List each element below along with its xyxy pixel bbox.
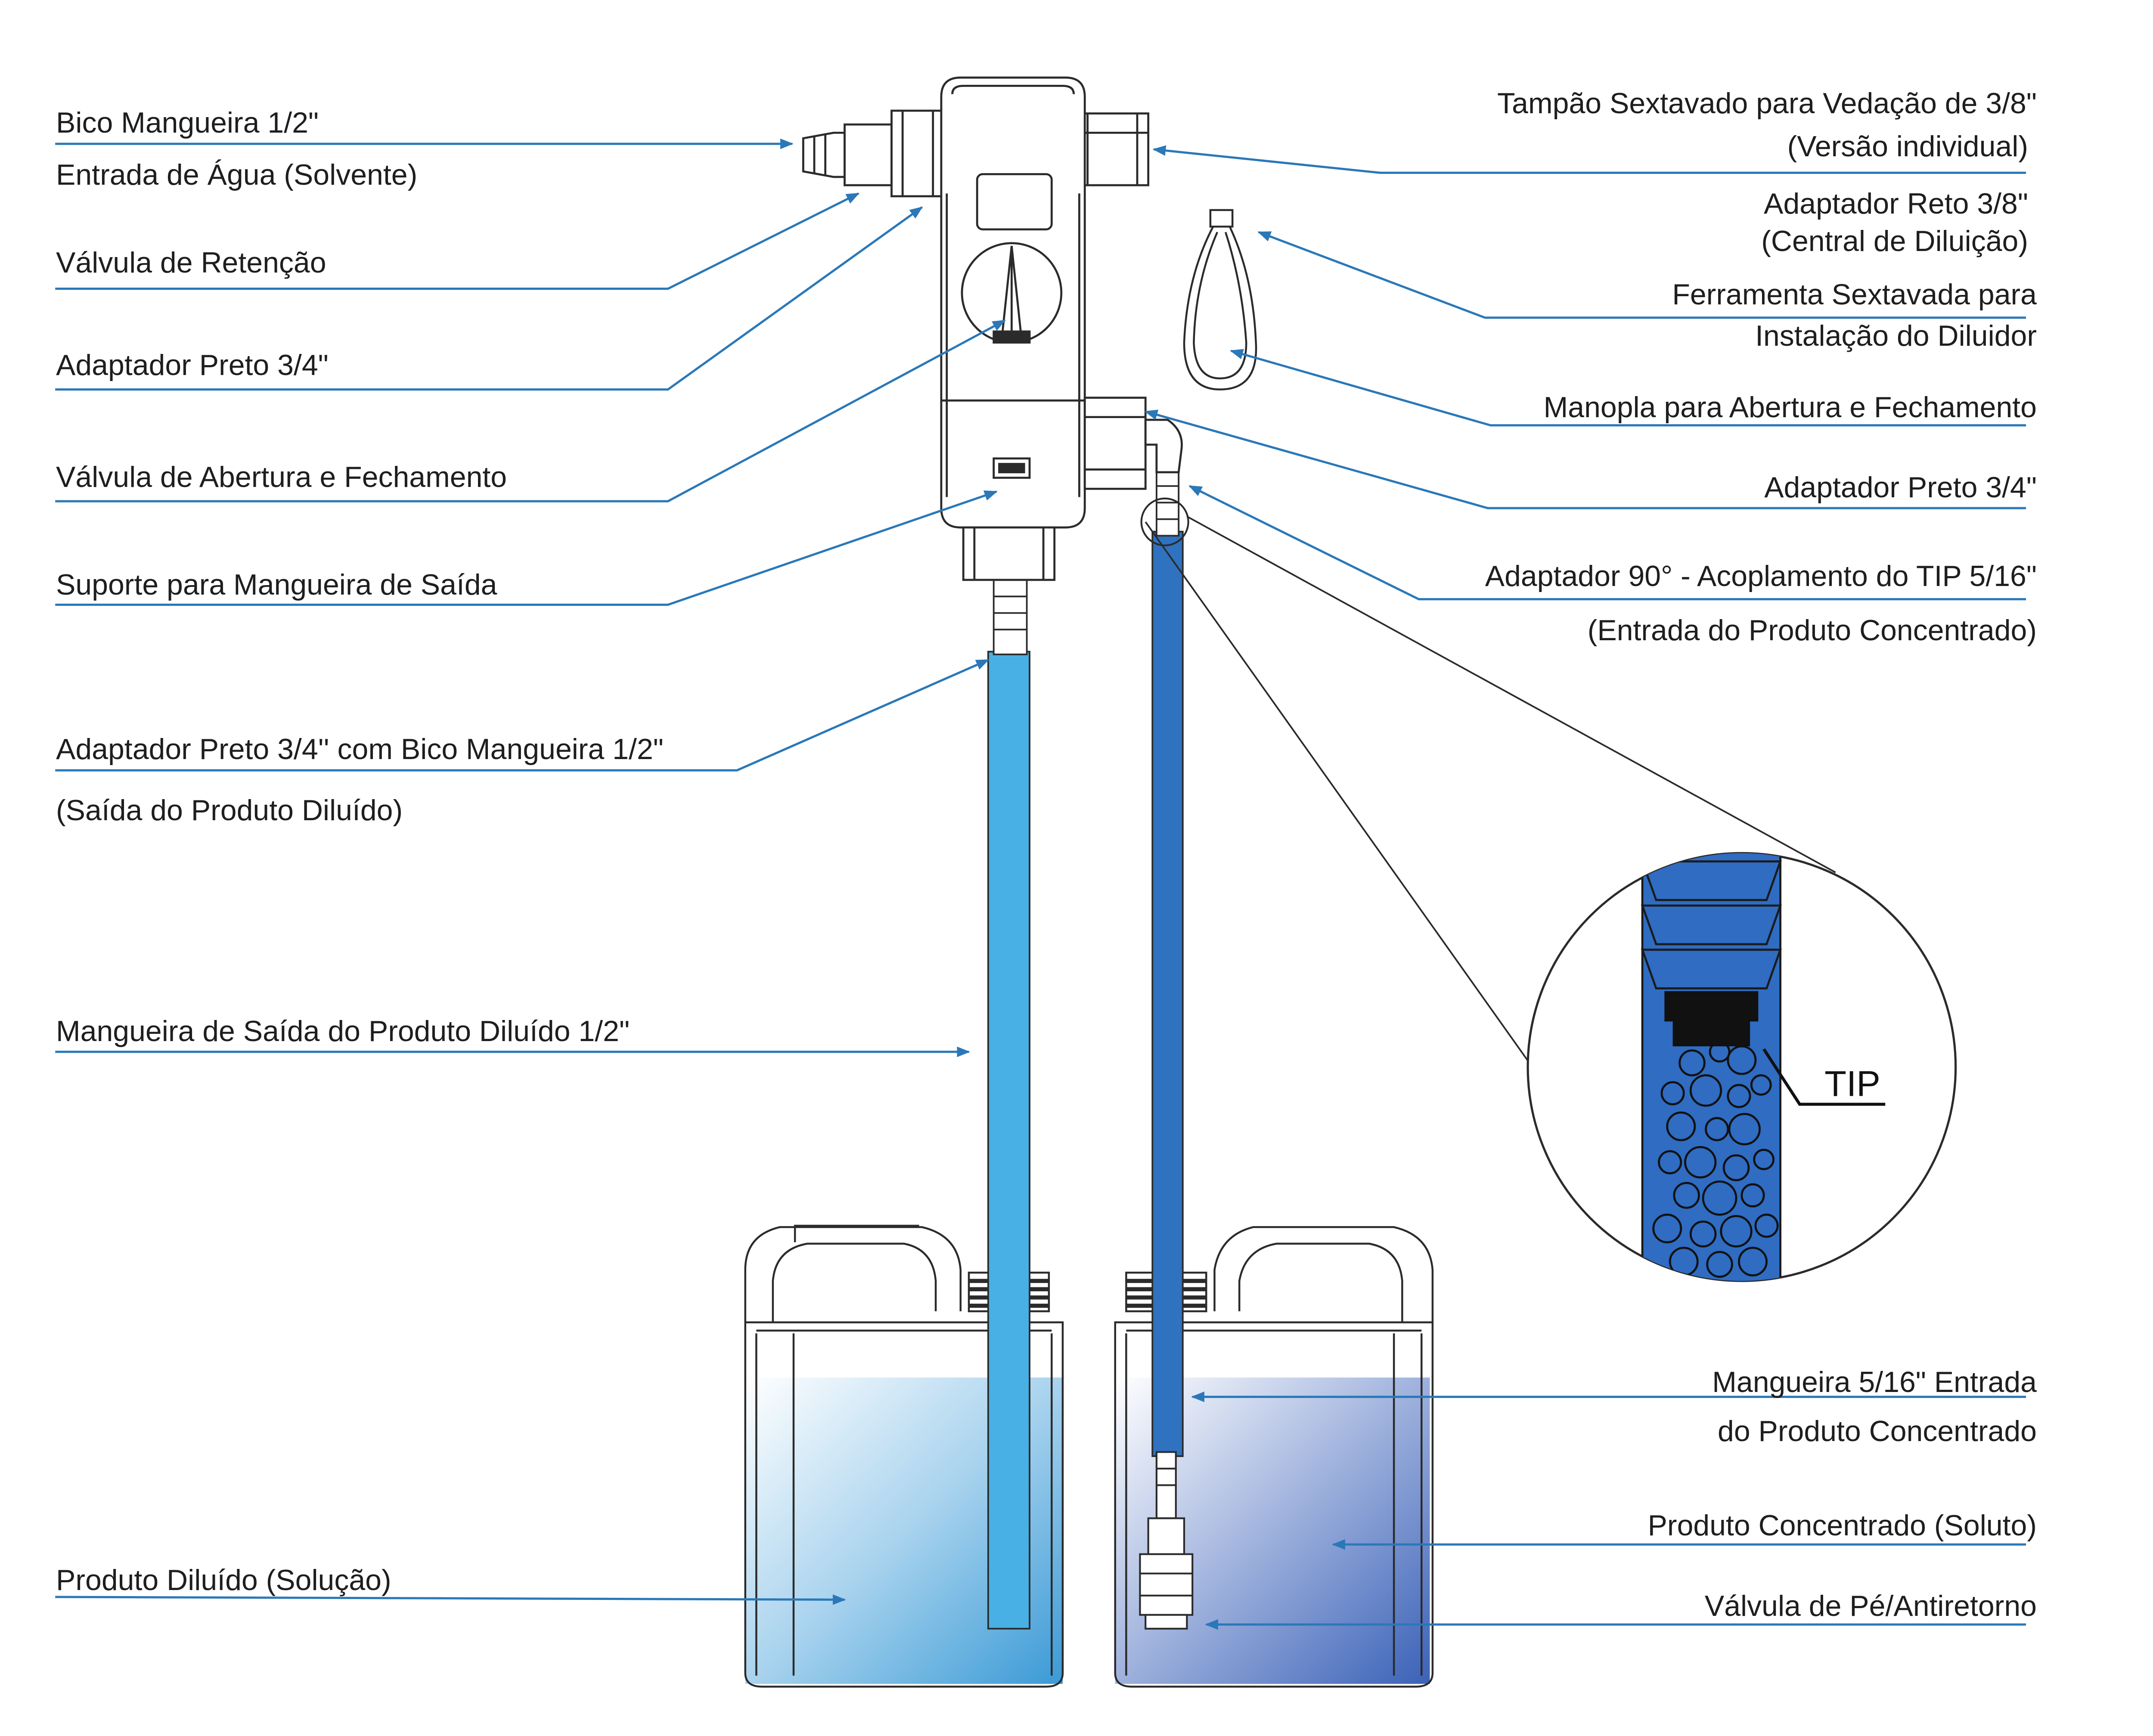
inlet-hose — [1151, 468, 1184, 1457]
outlet-hose — [987, 579, 1030, 1630]
label-produto-concentrado: Produto Concentrado (Soluto) — [1647, 1509, 2037, 1542]
label-mangueira-entrada-line1: Mangueira 5/16" Entrada — [1712, 1366, 2037, 1398]
tip-bubble — [1699, 1282, 1719, 1302]
label-adaptador-preto-right: Adaptador Preto 3/4" — [1764, 471, 2037, 504]
tip-bubble — [1673, 1182, 1700, 1209]
tip-bubble — [1727, 1045, 1757, 1075]
tip-label: TIP — [1824, 1064, 1880, 1104]
label-tampao-line1: Tampão Sextavado para Vedação de 3/8" — [1497, 87, 2037, 120]
label-adaptador-reto-line2: (Central de Diluição) — [1761, 225, 2028, 257]
label-ferramenta-line2: Instalação do Diluidor — [1755, 319, 2037, 352]
label-adaptador-preto-left: Adaptador Preto 3/4" — [56, 349, 329, 381]
label-produto-diluido: Produto Diluído (Solução) — [56, 1564, 391, 1596]
label-ferramenta-line1: Ferramenta Sextavada para — [1672, 278, 2037, 311]
leader-valvula-retencao — [55, 192, 860, 290]
tip-bubble — [1740, 1183, 1765, 1208]
label-valvula-retencao: Válvula de Retenção — [56, 246, 326, 279]
label-mangueira-saida: Mangueira de Saída do Produto Diluído 1/… — [56, 1015, 630, 1048]
leader-adaptador-preto-right — [1144, 409, 2026, 509]
leader-valvula-abertura — [55, 319, 1006, 502]
leader-tampao — [1152, 145, 2026, 174]
dilutor-body — [802, 76, 1183, 581]
leader-manopla — [1230, 349, 2026, 427]
label-bico-mangueira: Bico Mangueira 1/2" — [56, 106, 319, 139]
label-adaptador-90-line1: Adaptador 90° - Acoplamento do TIP 5/16" — [1485, 560, 2037, 592]
label-manopla: Manopla para Abertura e Fechamento — [1543, 391, 2037, 424]
tip-bubble — [1722, 1154, 1750, 1181]
leader-adaptador-preto-left — [55, 206, 923, 391]
label-entrada-agua: Entrada de Água (Solvente) — [56, 158, 418, 191]
tip-bubble — [1666, 1111, 1696, 1141]
label-tampao-line2: (Versão individual) — [1787, 130, 2028, 163]
foot-valve — [1139, 1451, 1194, 1630]
label-adaptador-bico-line1: Adaptador Preto 3/4'' com Bico Mangueira… — [56, 733, 664, 766]
label-adaptador-90-line2: (Entrada do Produto Concentrado) — [1587, 614, 2037, 647]
leader-adaptador-90 — [1188, 485, 2026, 601]
leader-produto-diluido — [55, 1594, 846, 1605]
tip-bubble — [1658, 1150, 1682, 1175]
tip-bubbles — [1652, 1041, 1779, 1302]
tip-bubble — [1709, 1041, 1731, 1063]
tip-bubble — [1705, 1117, 1729, 1141]
label-mangueira-entrada-line2: do Produto Concentrado — [1718, 1415, 2037, 1448]
tip-bubble — [1754, 1213, 1779, 1238]
tip-bubble — [1689, 1220, 1717, 1248]
hex-tool — [1183, 209, 1257, 391]
leader-adaptador-bico — [55, 659, 990, 772]
label-adaptador-reto-line1: Adaptador Reto 3/8" — [1764, 187, 2028, 220]
tip-bubble — [1684, 1146, 1717, 1179]
label-adaptador-bico-line2: (Saída do Produto Diluído) — [56, 794, 403, 827]
leader-suporte-mangueira — [55, 490, 998, 606]
tip-detail-magnifier: TIP — [1145, 515, 1957, 1302]
tip-bubble — [1706, 1251, 1733, 1278]
label-valvula-abertura: Válvula de Abertura e Fechamento — [56, 461, 507, 493]
tip-bubble — [1678, 1049, 1706, 1076]
tip-bubble — [1727, 1084, 1751, 1108]
leader-ferramenta — [1257, 231, 2026, 319]
label-valvula-pe: Válvula de Pé/Antiretorno — [1704, 1590, 2037, 1622]
tip-bubble — [1652, 1213, 1682, 1243]
tip-highlight-ring — [1140, 497, 1189, 546]
tip-bubble — [1738, 1246, 1768, 1277]
leader-lines — [55, 138, 2026, 1630]
tip-bubble — [1689, 1074, 1722, 1107]
tip-bubble — [1702, 1180, 1737, 1216]
tip-bubble — [1750, 1074, 1772, 1096]
label-suporte-mangueira: Suporte para Mangueira de Saída — [56, 568, 497, 601]
tip-bubble — [1660, 1081, 1685, 1106]
tip-bubble — [1728, 1113, 1761, 1146]
tip-bubble — [1720, 1215, 1753, 1248]
tip-bubble — [1663, 1280, 1688, 1281]
tip-bubble — [1753, 1149, 1775, 1170]
